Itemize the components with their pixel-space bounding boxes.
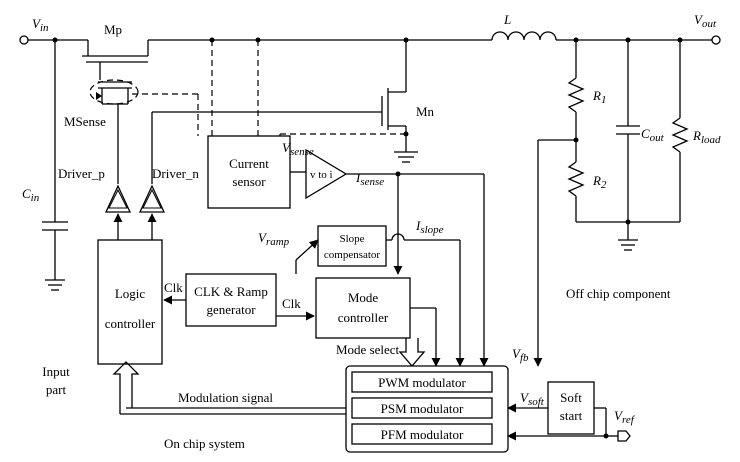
driver-n	[138, 112, 166, 240]
svg-text:Cin: Cin	[22, 186, 40, 204]
svg-text:generator: generator	[206, 302, 256, 317]
svg-text:Rload: Rload	[692, 128, 721, 146]
vin-terminal	[19, 35, 29, 45]
driver-p	[104, 104, 132, 240]
svg-text:Logic: Logic	[115, 286, 146, 301]
svg-text:PFM modulator: PFM modulator	[381, 427, 464, 442]
mn-label: Mn	[416, 104, 435, 119]
inductor-l	[491, 31, 721, 45]
msense-transistor	[89, 79, 139, 105]
svg-text:Vramp: Vramp	[258, 230, 290, 248]
svg-text:Cout: Cout	[641, 126, 665, 144]
modulation-signal-path	[112, 361, 346, 415]
svg-text:Vin: Vin	[32, 16, 49, 34]
svg-text:Vfb: Vfb	[512, 346, 529, 364]
driver-n-label: Driver_n	[152, 166, 199, 181]
pwm-modulator-block	[351, 371, 493, 393]
sense-lines	[132, 37, 409, 137]
power-stage	[19, 31, 721, 367]
clk-left-label: Clk	[164, 280, 183, 295]
mn-transistor	[152, 37, 418, 163]
text-labels: Vin Vout Mp MSense Mn L R1 R2 Cout Rload…	[22, 12, 721, 451]
svg-text:CLK & Ramp: CLK & Ramp	[194, 284, 268, 299]
off-chip-label: Off chip component	[566, 286, 671, 301]
svg-text:compensator: compensator	[324, 249, 381, 261]
on-chip-label: On chip system	[164, 436, 245, 451]
svg-text:PWM modulator: PWM modulator	[378, 375, 466, 390]
svg-text:PSM modulator: PSM modulator	[381, 401, 464, 416]
svg-text:R1: R1	[592, 88, 606, 106]
v-to-i-label: v to i	[310, 169, 333, 181]
mode-controller-block	[315, 277, 411, 339]
current-sensor-block	[207, 135, 291, 209]
svg-text:Soft: Soft	[560, 390, 582, 405]
pfm-modulator-block	[351, 423, 493, 445]
vref-terminal	[617, 430, 631, 442]
svg-text:controller: controller	[105, 316, 156, 331]
logic-controller-block	[97, 239, 163, 365]
svg-text:R2: R2	[592, 173, 607, 191]
svg-text:Mode: Mode	[348, 290, 379, 305]
cin-capacitor	[42, 40, 68, 291]
feedback-divider	[533, 40, 680, 367]
mp-label: Mp	[104, 22, 122, 37]
inductor-label: L	[503, 12, 511, 27]
svg-text:Islope: Islope	[415, 218, 444, 236]
soft-start-wires	[507, 403, 631, 442]
clk-wires	[163, 260, 315, 321]
rload-resistor	[671, 40, 689, 222]
svg-text:controller: controller	[338, 310, 389, 325]
svg-text:Vref: Vref	[614, 408, 636, 426]
mode-select-label: Mode select	[336, 342, 400, 357]
cout-capacitor	[616, 40, 640, 251]
svg-text:Isense: Isense	[355, 170, 384, 188]
svg-text:Slope: Slope	[339, 233, 364, 245]
driver-p-label: Driver_p	[58, 166, 105, 181]
svg-text:Input: Input	[42, 364, 70, 379]
clk-right-label: Clk	[282, 296, 301, 311]
slope-wires	[295, 233, 465, 367]
svg-text:Current: Current	[229, 156, 269, 171]
svg-text:Vout: Vout	[694, 12, 717, 30]
psm-modulator-block	[351, 397, 493, 419]
svg-text:sensor: sensor	[232, 174, 266, 189]
mp-transistor	[82, 39, 492, 80]
slope-compensator-block	[317, 225, 387, 267]
clk-ramp-generator-block	[185, 273, 277, 327]
msense-label: MSense	[64, 114, 106, 129]
svg-text:Vsense: Vsense	[282, 140, 314, 158]
svg-text:part: part	[46, 382, 67, 397]
v-to-i-converter	[290, 148, 489, 367]
svg-text:start: start	[560, 408, 583, 423]
svg-text:Vsoft: Vsoft	[520, 390, 545, 408]
vout-terminal	[711, 35, 721, 45]
modulation-signal-label: Modulation signal	[178, 390, 273, 405]
